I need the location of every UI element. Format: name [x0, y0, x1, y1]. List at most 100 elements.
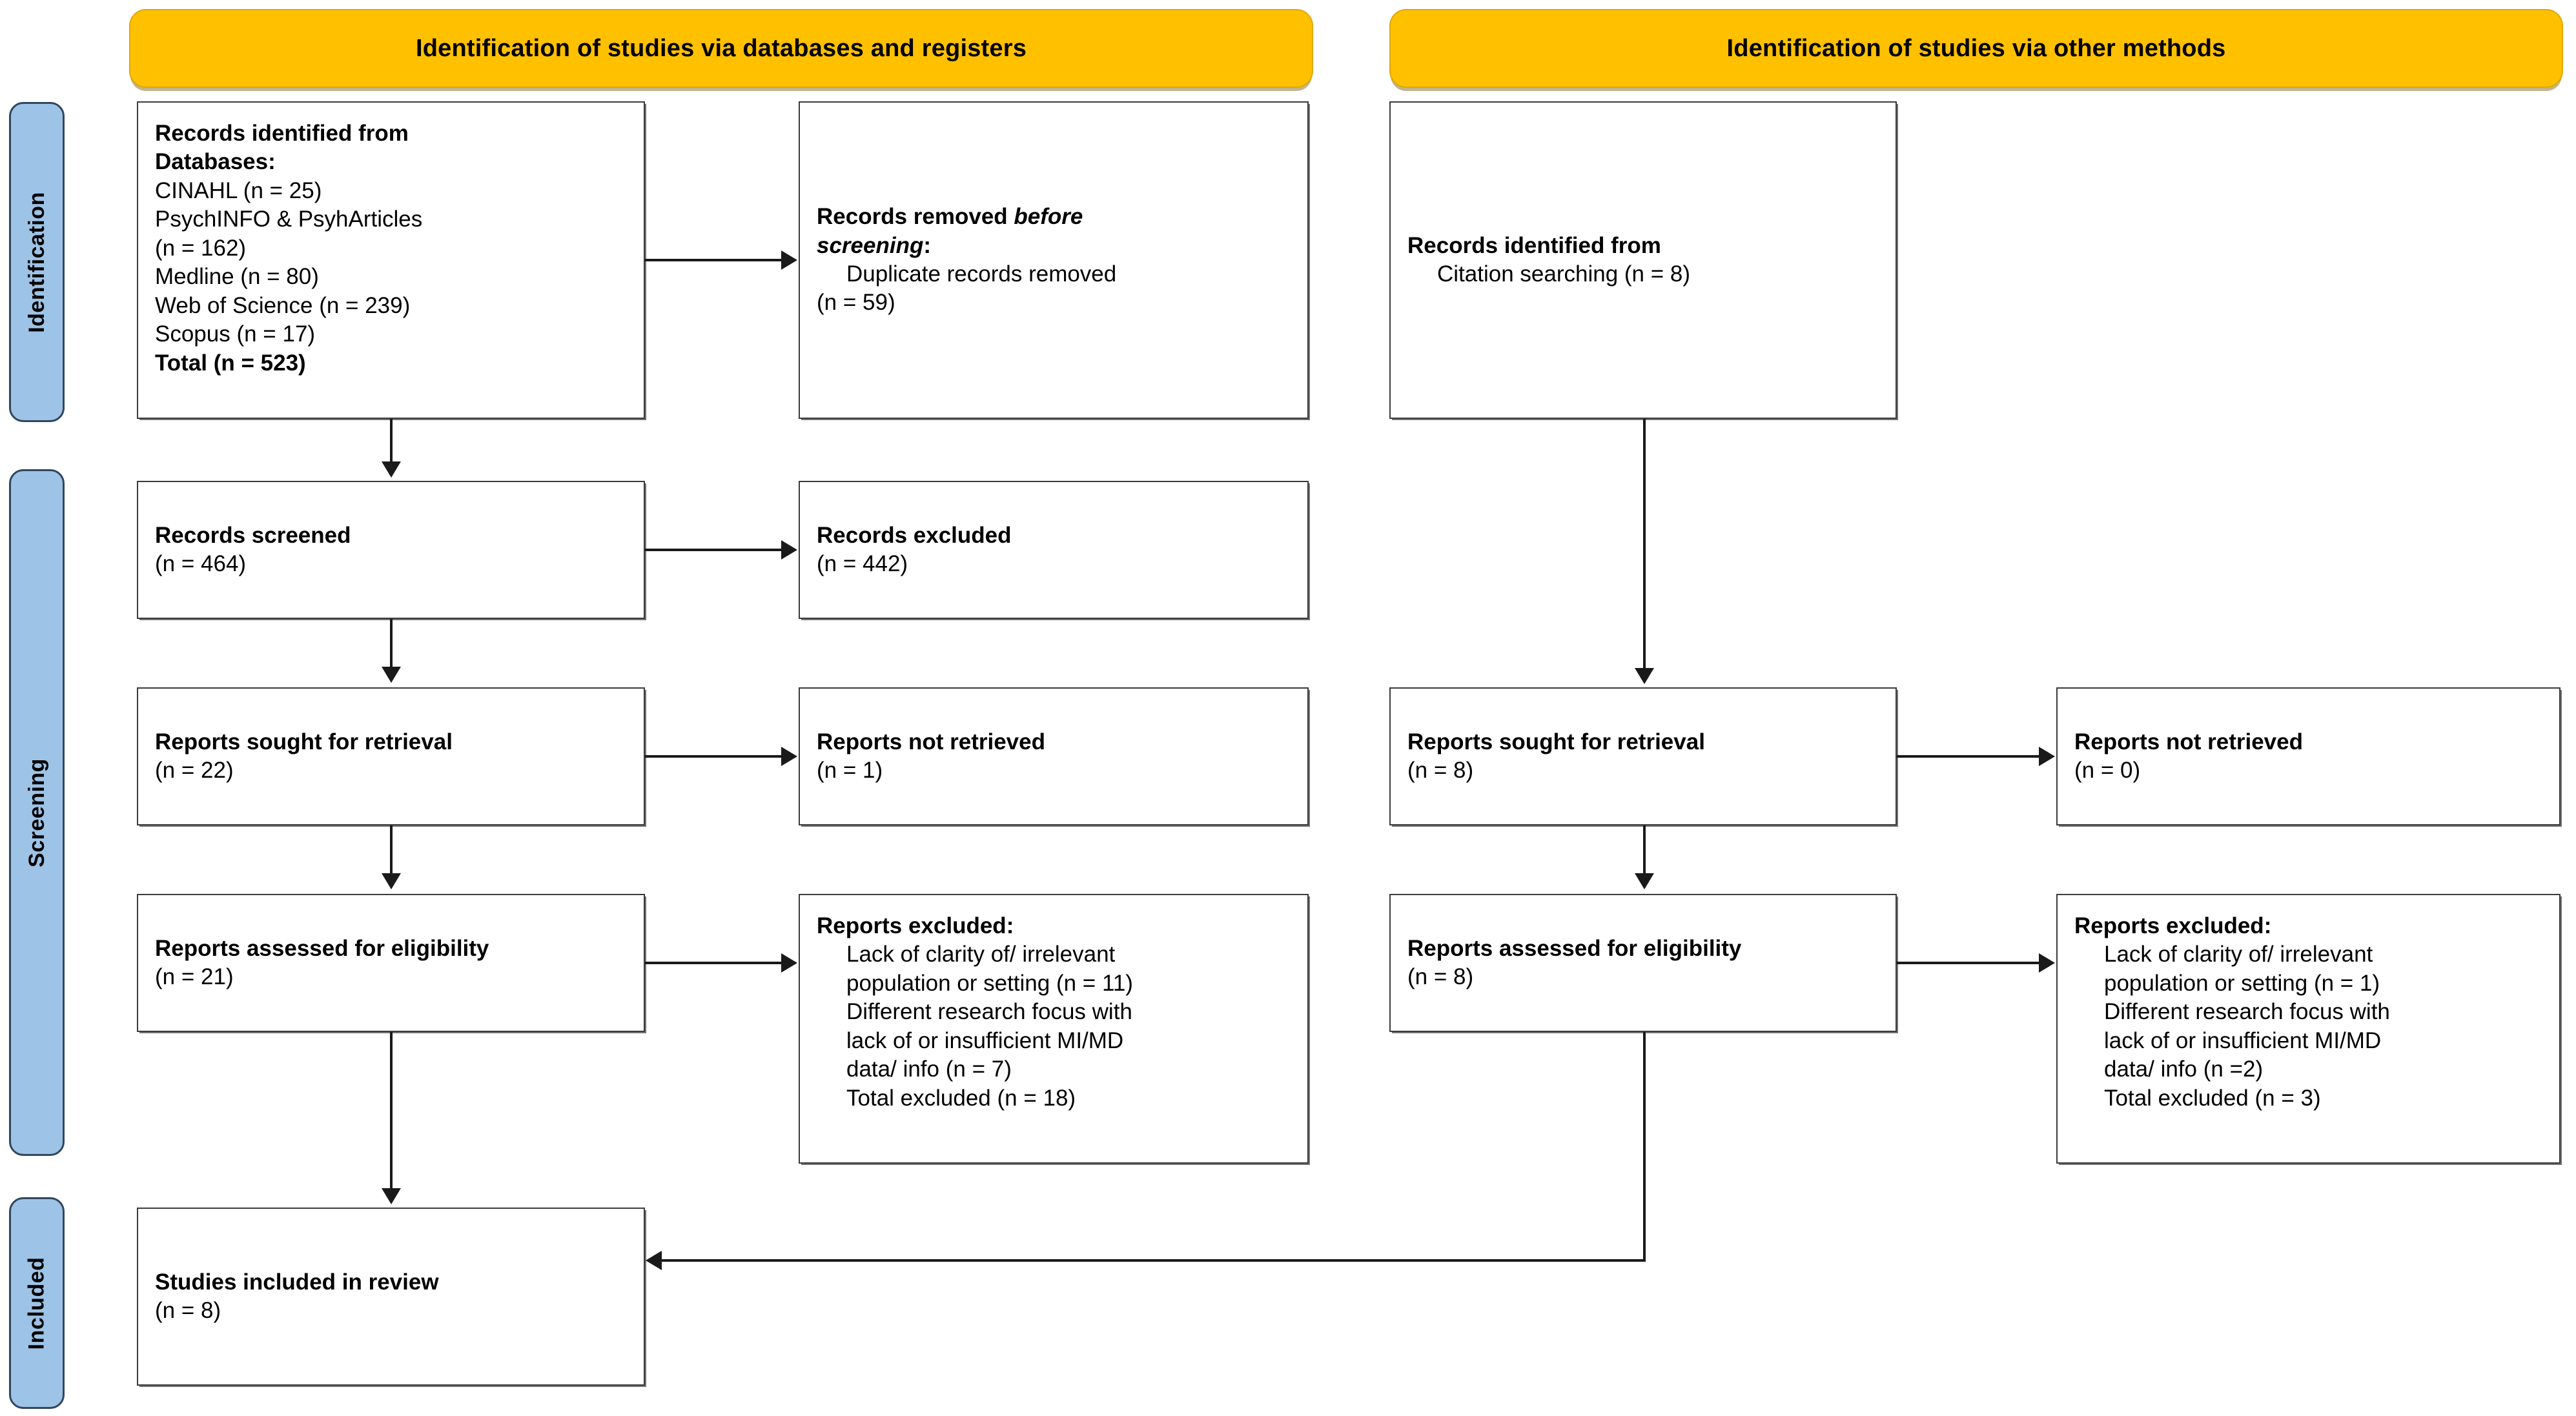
records-removed-colon: :: [923, 232, 932, 258]
records-identified-other-title: Records identified from: [1407, 232, 1661, 258]
phase-label-identification: Identification: [24, 191, 49, 333]
database-item-psychinfo: PsychINFO & PsyhArticles: [155, 207, 423, 232]
records-screened-count: (n = 464): [155, 551, 247, 576]
records-removed-title-emphasis: before: [1014, 204, 1083, 230]
connector-assessed-to-excluded-right: [1897, 962, 2040, 964]
banner-other-methods: Identification of studies via other meth…: [1389, 9, 2563, 88]
arrowhead-right-to-included: [646, 1251, 662, 1270]
phase-tab-identification: Identification: [9, 102, 65, 422]
box-reports-excluded-left: Reports excluded: Lack of clarity of/ ir…: [799, 894, 1309, 1164]
reports-excluded-right-title: Reports excluded:: [2074, 913, 2272, 938]
connector-sought-to-not-retrieved-right: [1897, 755, 2040, 758]
box-reports-not-retrieved-left: Reports not retrieved (n = 1): [799, 687, 1309, 825]
reports-excluded-right-reason-1a: Lack of clarity of/ irrelevant: [2104, 942, 2373, 967]
database-item-psychinfo-count: (n = 162): [155, 235, 247, 261]
arrowhead-assessed-to-excluded-right: [2039, 953, 2055, 973]
phase-tab-screening: Screening: [9, 469, 65, 1156]
box-records-removed-before-screening: Records removed before screening: Duplic…: [799, 101, 1309, 419]
database-item-scopus: Scopus (n = 17): [155, 321, 316, 347]
arrowhead-identified-to-removed: [781, 250, 797, 270]
reports-assessed-right-title: Reports assessed for eligibility: [1407, 935, 1742, 961]
reports-excluded-left-title: Reports excluded:: [817, 913, 1014, 938]
records-excluded-title: Records excluded: [817, 522, 1012, 548]
connector-assessed-to-excluded-left: [645, 962, 782, 964]
connector-other-identified-to-sought: [1643, 419, 1646, 669]
arrowhead-sought-to-not-retrieved-right: [2039, 747, 2055, 766]
box-records-excluded: Records excluded (n = 442): [799, 481, 1309, 619]
box-reports-excluded-right: Reports excluded: Lack of clarity of/ ir…: [2056, 894, 2561, 1164]
duplicate-records-removed-count: (n = 59): [817, 290, 895, 316]
arrowhead-screened-to-excluded: [781, 540, 797, 560]
reports-assessed-right-count: (n = 8): [1407, 964, 1474, 989]
duplicate-records-removed-label: Duplicate records removed: [846, 261, 1117, 287]
reports-sought-left-count: (n = 22): [155, 758, 234, 783]
connector-sought-to-assessed-right: [1643, 825, 1646, 875]
box-reports-assessed-right: Reports assessed for eligibility (n = 8): [1389, 894, 1897, 1032]
connector-sought-to-assessed: [390, 825, 393, 875]
reports-sought-left-title: Reports sought for retrieval: [155, 729, 453, 754]
records-identified-title: Records identified from: [155, 121, 409, 146]
box-records-identified-databases: Records identified from Databases: CINAH…: [137, 101, 645, 419]
connector-assessed-to-included: [390, 1032, 393, 1189]
reports-sought-right-title: Reports sought for retrieval: [1407, 729, 1705, 754]
banner-databases-label: Identification of studies via databases …: [415, 34, 1027, 62]
arrowhead-sought-to-not-retrieved: [781, 747, 797, 766]
box-reports-sought-right: Reports sought for retrieval (n = 8): [1389, 687, 1897, 825]
arrowhead-assessed-to-included: [382, 1188, 401, 1204]
studies-included-title: Studies included in review: [155, 1269, 439, 1295]
connector-screened-to-excluded: [645, 549, 782, 551]
connector-screened-to-sought: [390, 619, 393, 668]
records-removed-title-text: Records removed: [817, 204, 1014, 230]
box-records-screened: Records screened (n = 464): [137, 481, 645, 619]
reports-not-retrieved-right-title: Reports not retrieved: [2074, 729, 2303, 754]
reports-not-retrieved-left-title: Reports not retrieved: [817, 729, 1045, 754]
reports-excluded-left-reason-2b: lack of or insufficient MI/MD: [846, 1027, 1124, 1053]
connector-assessed-right-to-included: [662, 1259, 1644, 1262]
box-studies-included: Studies included in review (n = 8): [137, 1208, 645, 1386]
reports-excluded-right-reason-1b: population or setting (n = 1): [2104, 970, 2380, 996]
records-identified-databases-label: Databases:: [155, 149, 276, 175]
arrowhead-identified-to-screened: [382, 461, 401, 478]
reports-excluded-right-reason-2a: Different research focus with: [2104, 999, 2390, 1025]
phase-tab-included: Included: [9, 1197, 65, 1409]
connector-identified-to-screened: [390, 419, 393, 463]
box-records-identified-other: Records identified from Citation searchi…: [1389, 101, 1897, 419]
connector-sought-to-not-retrieved: [645, 755, 782, 758]
database-item-cinahl: CINAHL (n = 25): [155, 177, 322, 203]
banner-other-label: Identification of studies via other meth…: [1726, 34, 2226, 62]
reports-excluded-left-reason-2c: data/ info (n = 7): [846, 1057, 1012, 1082]
reports-excluded-right-total: Total excluded (n = 3): [2104, 1085, 2321, 1111]
phase-label-screening: Screening: [24, 758, 49, 867]
arrowhead-assessed-to-excluded-left: [781, 953, 797, 973]
connector-identified-to-removed: [645, 259, 782, 261]
reports-excluded-right-reason-2b: lack of or insufficient MI/MD: [2104, 1027, 2382, 1053]
database-item-medline: Medline (n = 80): [155, 264, 319, 290]
reports-excluded-left-reason-1a: Lack of clarity of/ irrelevant: [846, 942, 1116, 967]
arrowhead-other-identified-to-sought: [1635, 668, 1654, 684]
reports-excluded-left-total: Total excluded (n = 18): [846, 1085, 1076, 1111]
records-removed-subtitle-emphasis: screening: [817, 232, 924, 258]
box-reports-not-retrieved-right: Reports not retrieved (n = 0): [2056, 687, 2561, 825]
connector-assessed-right-down: [1643, 1032, 1646, 1262]
phase-label-included: Included: [24, 1257, 49, 1350]
records-removed-subtitle: screening:: [817, 232, 1293, 260]
reports-excluded-left-reason-1b: population or setting (n = 11): [846, 970, 1133, 996]
reports-excluded-right-reason-2c: data/ info (n =2): [2104, 1057, 2264, 1082]
reports-assessed-left-title: Reports assessed for eligibility: [155, 935, 489, 961]
arrowhead-sought-to-assessed-right: [1635, 873, 1654, 889]
database-item-web-of-science: Web of Science (n = 239): [155, 292, 411, 318]
records-excluded-count: (n = 442): [817, 551, 908, 576]
reports-not-retrieved-left-count: (n = 1): [817, 758, 883, 783]
arrowhead-screened-to-sought: [382, 667, 401, 683]
box-reports-assessed-left: Reports assessed for eligibility (n = 21…: [137, 894, 645, 1032]
records-screened-title: Records screened: [155, 522, 351, 548]
reports-not-retrieved-right-count: (n = 0): [2074, 758, 2141, 783]
studies-included-count: (n = 8): [155, 1298, 221, 1323]
records-removed-title: Records removed before: [817, 203, 1293, 231]
reports-assessed-left-count: (n = 21): [155, 964, 234, 989]
banner-databases-registers: Identification of studies via databases …: [129, 9, 1313, 88]
database-total: Total (n = 523): [155, 350, 306, 376]
box-reports-sought-left: Reports sought for retrieval (n = 22): [137, 687, 645, 825]
reports-sought-right-count: (n = 8): [1407, 758, 1474, 783]
